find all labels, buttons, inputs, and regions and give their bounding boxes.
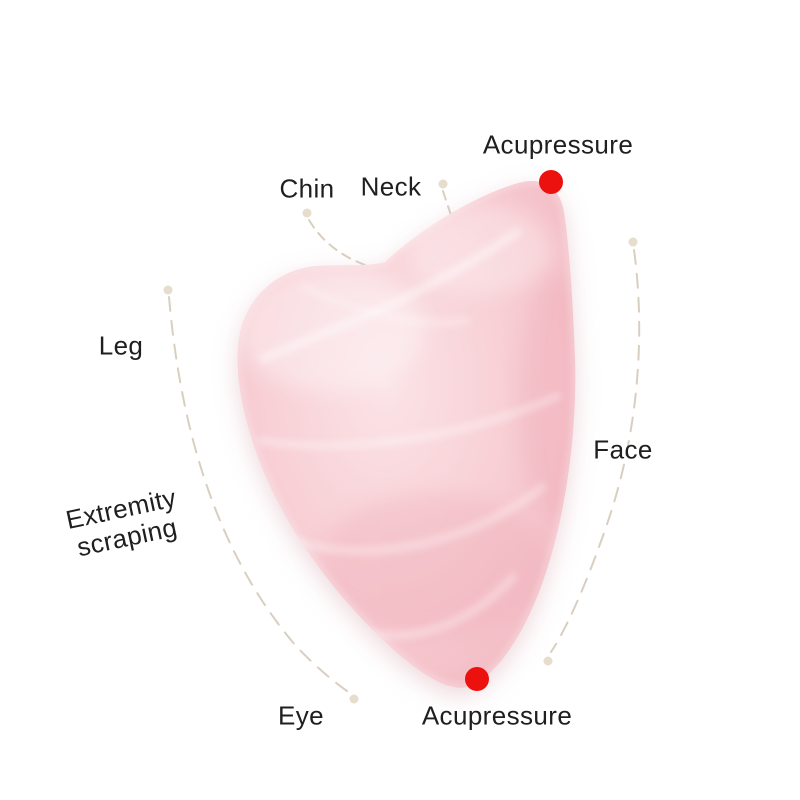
label-face: Face bbox=[593, 434, 653, 465]
acupressure-marker-bottom bbox=[465, 667, 489, 691]
left-arc-bottom-end-dot bbox=[349, 694, 359, 704]
quartz-vein bbox=[298, 282, 471, 326]
neck-leader-end-dot bbox=[438, 179, 448, 189]
rose-quartz-gua-sha-stone bbox=[237, 181, 576, 688]
right-arc-top-end-dot bbox=[628, 237, 638, 247]
label-neck: Neck bbox=[360, 171, 422, 202]
quartz-vein bbox=[288, 482, 548, 555]
right-arc-bottom-end-dot bbox=[543, 656, 553, 666]
chin-leader-end-dot bbox=[302, 208, 312, 218]
acupressure-marker-top bbox=[539, 170, 563, 194]
quartz-shade-blob bbox=[518, 275, 576, 525]
chin-leader-line bbox=[308, 219, 369, 267]
left-side-leader-arc bbox=[168, 296, 348, 692]
label-leg: Leg bbox=[98, 330, 144, 361]
label-eye: Eye bbox=[277, 700, 325, 731]
quartz-vein bbox=[257, 392, 562, 449]
quartz-shade-blob bbox=[320, 493, 550, 637]
label-acupressure-bottom: Acupressure bbox=[421, 700, 573, 731]
label-chin: Chin bbox=[279, 173, 335, 204]
quartz-vein bbox=[258, 226, 523, 364]
label-acupressure-top: Acupressure bbox=[482, 129, 634, 160]
stone-texture bbox=[237, 181, 576, 688]
left-arc-top-end-dot bbox=[163, 285, 173, 295]
